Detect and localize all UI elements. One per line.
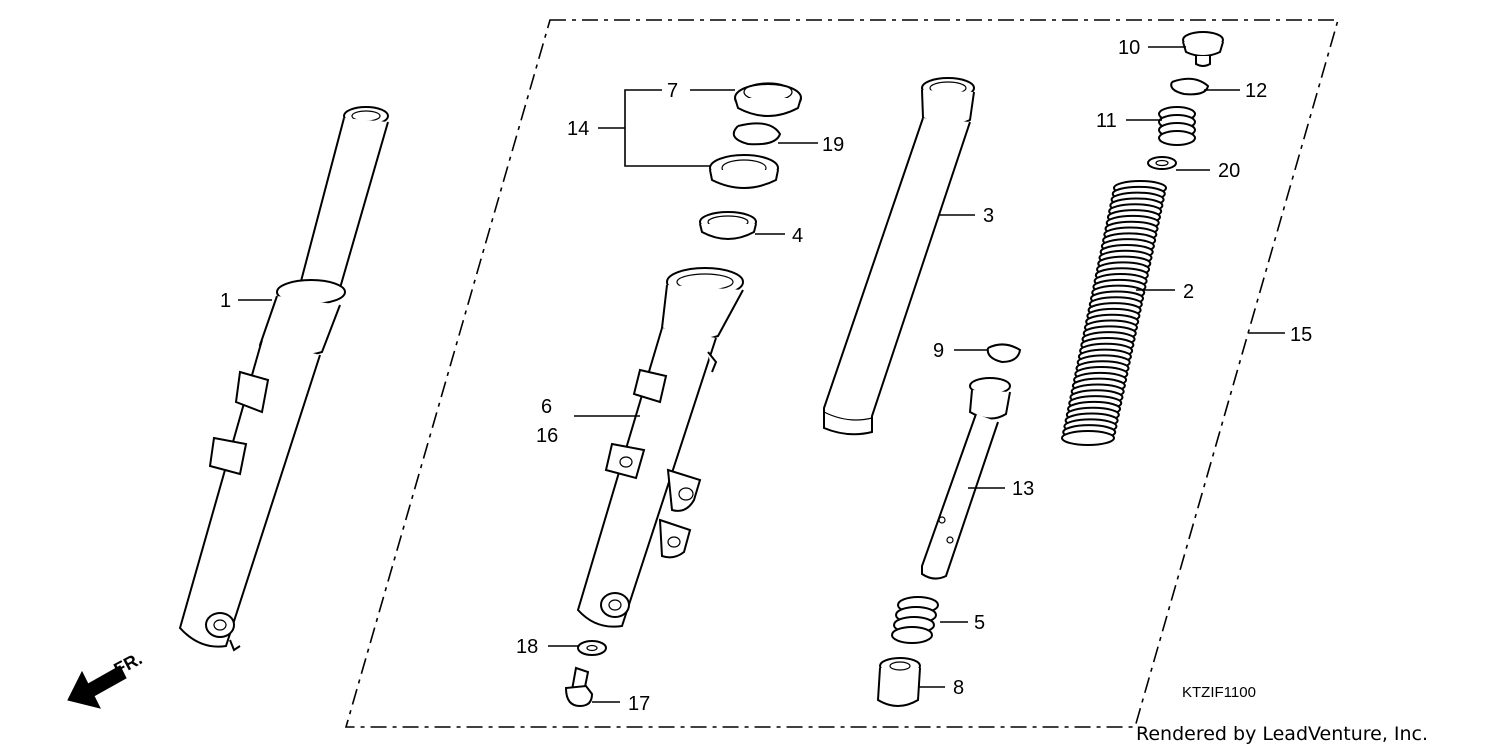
part-14-oil-seal[interactable] <box>709 154 779 189</box>
part-3-fork-pipe[interactable] <box>823 77 975 436</box>
callout-8: 8 <box>953 677 964 699</box>
callout-10: 10 <box>1118 37 1140 59</box>
part-4-slider-bushing[interactable] <box>699 211 757 240</box>
part-18-sealing-washer[interactable] <box>577 640 607 656</box>
rendered-by-credit: Rendered by LeadVenture, Inc. <box>1136 723 1428 745</box>
spring-coil <box>1061 430 1115 446</box>
part-17-socket-bolt[interactable] <box>564 666 594 708</box>
part-1-fork-assembly[interactable] <box>178 106 389 652</box>
part-2-fork-spring[interactable] <box>1061 180 1167 446</box>
part-20-washer[interactable] <box>1147 156 1177 170</box>
callout-2: 2 <box>1183 281 1194 303</box>
part-11-spring-collar[interactable] <box>1158 106 1196 146</box>
part-8-oil-lock-piece[interactable] <box>876 657 921 707</box>
callout-6: 6 <box>541 396 552 418</box>
part-12-circlip[interactable] <box>1170 77 1210 96</box>
callout-15: 15 <box>1290 324 1312 346</box>
diagram-code: KTZIF1100 <box>1182 684 1256 701</box>
part-10-fork-bolt[interactable] <box>1182 31 1224 67</box>
part-5-rebound-spring[interactable] <box>891 596 939 644</box>
callout-13: 13 <box>1012 478 1034 500</box>
callout-17: 17 <box>628 693 650 715</box>
callout-14: 14 <box>567 118 589 140</box>
part-19-circlip[interactable] <box>732 122 782 146</box>
callout-20: 20 <box>1218 160 1240 182</box>
part-9-snap-ring[interactable] <box>986 343 1022 364</box>
kit-boundary-outline <box>344 19 1340 728</box>
callout-1: 1 <box>220 290 231 312</box>
callout-3: 3 <box>983 205 994 227</box>
front-arrow-icon <box>67 665 127 709</box>
part-6-fork-slider[interactable] <box>576 267 744 628</box>
leader-lines <box>238 46 1285 703</box>
callout-12: 12 <box>1245 80 1267 102</box>
front-direction-arrow: FR. <box>67 648 145 709</box>
callout-18: 18 <box>516 636 538 658</box>
callout-labels: 1 7 14 19 4 6 16 3 9 13 5 8 18 17 10 12 … <box>220 37 1312 715</box>
callout-9: 9 <box>933 340 944 362</box>
part-7-dust-seal[interactable] <box>734 82 802 117</box>
callout-4: 4 <box>792 225 803 247</box>
callout-5: 5 <box>974 612 985 634</box>
part-13-damper-rod[interactable] <box>921 377 1011 580</box>
callout-7: 7 <box>667 80 678 102</box>
callout-16: 16 <box>536 425 558 447</box>
callout-19: 19 <box>822 134 844 156</box>
callout-11: 11 <box>1096 110 1117 132</box>
